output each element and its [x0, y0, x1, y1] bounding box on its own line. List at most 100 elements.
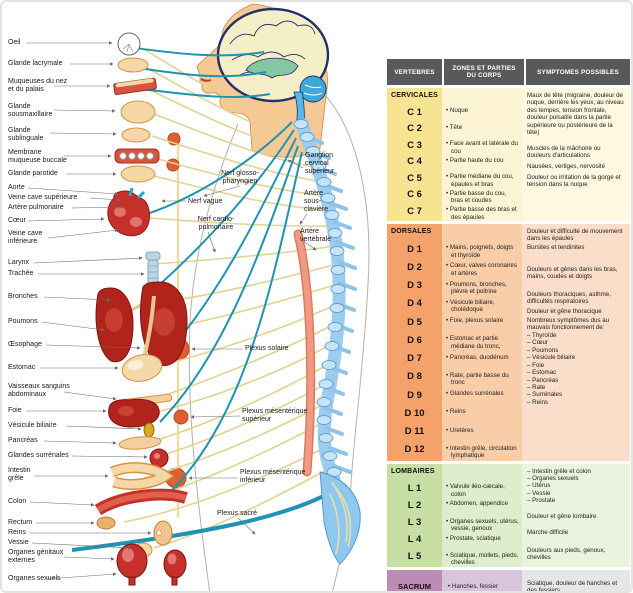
kidney — [153, 520, 173, 546]
zone-cell: • Tête — [442, 121, 522, 138]
nerve-label: Plexus mésentérique inférieur — [240, 469, 306, 484]
leader-lines — [26, 41, 317, 580]
zone-cell: • Partie basse des bras et des épaules — [442, 203, 522, 221]
table-row: C 2• Tête — [387, 121, 522, 138]
symptom-column: Sciatique, douleur de hanches et des fes… — [522, 569, 630, 593]
table-row: D 9• Glandes surrénales — [387, 387, 522, 406]
lacrimal-gland — [117, 57, 149, 73]
cerebellum — [299, 75, 327, 103]
organ-label: Organes génitaux externes — [8, 549, 64, 564]
organ-label: Glande parotide — [8, 170, 58, 177]
section-title: SACRUM — [387, 569, 442, 591]
zone-cell: • Partie médiane du cou, épaules et bras — [442, 170, 522, 188]
vertebra-label: L 2 — [387, 497, 442, 516]
table-row: C 3• Face avant et latérale du cou — [387, 137, 522, 155]
table-row: C 4• Partie haute du cou — [387, 154, 522, 171]
organ-label: Trachée — [8, 270, 34, 277]
table-header: VERTEBRES ZONES ET PARTIES DU CORPS SYMP… — [387, 59, 630, 85]
symptom-text: Douleurs thoraciques, asthme, difficulté… — [527, 290, 611, 306]
vertebra-label: D 9 — [387, 387, 442, 406]
organ-label: Aorte — [8, 184, 25, 191]
symptom-text: Douleurs aux pieds, genoux, chevilles — [527, 546, 606, 561]
table-row: SACRUM• Hanches, fessier — [387, 569, 522, 591]
zone-cell: • Partie basse du cou, bras et coudes — [442, 187, 522, 204]
sexual-organs — [163, 549, 187, 586]
zone-cell: • Poumons, bronches, plèvre et poitrine — [442, 278, 522, 297]
section-dorsales: DORSALES D 1• Mains, poignets, doigts et… — [387, 223, 630, 461]
colon — [94, 488, 188, 516]
organ-label: Glande sublinguale — [8, 127, 44, 142]
section-title: CERVICALES — [387, 88, 442, 105]
symptom-text: Maux de tête (migraine, douleur de nuque… — [527, 92, 624, 137]
vertebra-label: L 5 — [387, 549, 442, 567]
buccal-membrane — [114, 148, 160, 164]
vertebra-label: C 4 — [387, 154, 442, 171]
nerve-label: Artère sous-clavière — [304, 190, 329, 213]
symptom-text: Douleur et gêne lombaire — [527, 512, 597, 520]
vertebra-label: D 2 — [387, 259, 442, 279]
vertebra-label: D 6 — [387, 332, 442, 352]
section-sacrum: SACRUM• Hanches, fessier Sciatique, doul… — [387, 569, 630, 593]
organ-label: Muqueuses du nez et du palais — [8, 78, 68, 93]
organ-label: Foie — [8, 407, 22, 414]
zone-cell: • Organes sexuels, utérus, vessie, genou… — [442, 515, 522, 533]
organs — [94, 32, 188, 586]
pancreas — [118, 436, 162, 450]
table-row: C 5• Partie médiane du cou, épaules et b… — [387, 170, 522, 188]
zone-cell: • Face avant et latérale du cou — [442, 137, 522, 155]
vertebra-label: D 5 — [387, 314, 442, 333]
zone-cell: • Reins — [442, 405, 522, 425]
table-row: D 2• Cœur, valves coronaires et artères — [387, 259, 522, 279]
organ-label: Glandes surrénales — [8, 452, 69, 459]
symptom-text: Sciatique, douleur de hanches et des fes… — [527, 579, 618, 593]
organ-label: Larynx — [8, 259, 30, 266]
table-row: L 3• Organes sexuels, utérus, vessie, ge… — [387, 515, 522, 533]
stomach — [121, 354, 163, 382]
organ-label: Vaisseaux sanguins abdominaux — [8, 383, 70, 398]
symptom-text: Douleur et difficulté de mouvement dans … — [527, 227, 623, 242]
esophagus — [142, 295, 156, 359]
rectum — [96, 516, 116, 530]
table-row: C 6• Partie basse du cou, bras et coudes — [387, 187, 522, 204]
nose-palate-mucosa — [113, 77, 157, 95]
external-genitals — [116, 543, 148, 586]
table-row: L 4• Prostate, sciatique — [387, 532, 522, 550]
zone-cell: • Hanches, fessier — [442, 569, 522, 591]
sacrum-bone — [319, 471, 361, 565]
organ-label: Estomac — [8, 364, 36, 371]
table-row: L 5• Sciatique, mollets, pieds, cheville… — [387, 549, 522, 567]
symptom-text: Bursites et tendinites — [527, 244, 585, 252]
header-zones: ZONES ET PARTIES DU CORPS — [444, 59, 524, 85]
zone-cell: • Vésicule biliaire, cholédoque — [442, 296, 522, 315]
anatomy-diagram: Oeil Glande lacrymale Muqueuses du nez e… — [2, 2, 387, 591]
section-lombaires: LOMBAIRES L 1• Valvule iléo-cæcale, colo… — [387, 463, 630, 567]
vertebra-label: D 4 — [387, 296, 442, 315]
zone-cell: • Sciatique, mollets, pieds, chevilles — [442, 549, 522, 567]
anatomy-artwork — [26, 3, 370, 591]
table-row: D 12• Intestin grêle, circulation lympha… — [387, 442, 522, 461]
vertebra-label: L 3 — [387, 515, 442, 533]
symptom-text: Douleurs et gênes dans les bras, mains, … — [527, 265, 618, 281]
spine — [293, 117, 361, 565]
table-row: D 3• Poumons, bronches, plèvre et poitri… — [387, 278, 522, 297]
organ-label: Veine cave supérieure — [8, 194, 78, 201]
sup-mesenteric-node — [173, 409, 189, 425]
nerve-label: Artère vertébrale — [300, 228, 332, 243]
vertebra-label: C 5 — [387, 170, 442, 188]
symptom-column: – Intestin grêle et colon – Organes sexu… — [522, 463, 630, 567]
organ-label: Cœur — [8, 217, 26, 224]
small-intestine — [109, 462, 175, 490]
vertebra-label: D 8 — [387, 369, 442, 388]
heart — [107, 187, 150, 237]
zone-cell: • Partie haute du cou — [442, 154, 522, 171]
table-row: D 10• Reins — [387, 405, 522, 425]
symptom-text: – Intestin grêle et colon – Organes sexu… — [527, 467, 591, 505]
vertebra-label: D 7 — [387, 351, 442, 370]
vertebra-label: C 3 — [387, 137, 442, 155]
table-row: L 1• Valvule iléo-cæcale, colon — [387, 480, 522, 498]
zone-cell: • Estomac et partie médiane du tronc, di… — [442, 332, 522, 357]
nerve-label: Ganglion cervical supérieur — [305, 152, 335, 175]
table-row: D 5• Foie, plexus solaire — [387, 314, 522, 333]
section-title: LOMBAIRES — [387, 463, 442, 481]
vertebra-label: C 2 — [387, 121, 442, 138]
